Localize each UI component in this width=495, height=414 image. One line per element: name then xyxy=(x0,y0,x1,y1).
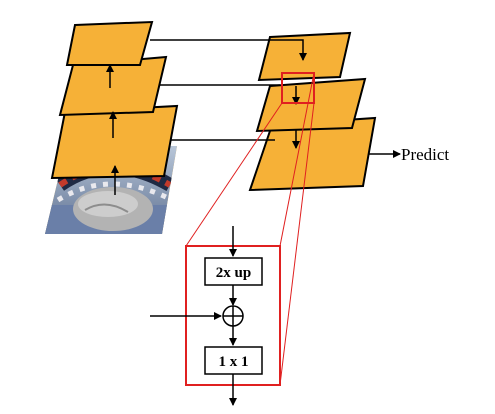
conv1x1-label: 1 x 1 xyxy=(219,354,249,370)
right-level-2 xyxy=(255,77,367,133)
zoom-line-right-bottom xyxy=(279,102,315,386)
elementwise-add-icon xyxy=(222,305,244,327)
zoom-line-left xyxy=(185,102,283,247)
left-level-1 xyxy=(65,20,154,66)
zoom-line-right-top xyxy=(279,72,315,247)
upsample-label: 2x up xyxy=(216,265,251,281)
conv1x1-block xyxy=(204,346,263,375)
topdown-arrow-1 xyxy=(285,39,307,61)
predict-label: Predict xyxy=(401,145,449,164)
highlight-box xyxy=(281,72,315,104)
upsample-block xyxy=(204,257,263,286)
